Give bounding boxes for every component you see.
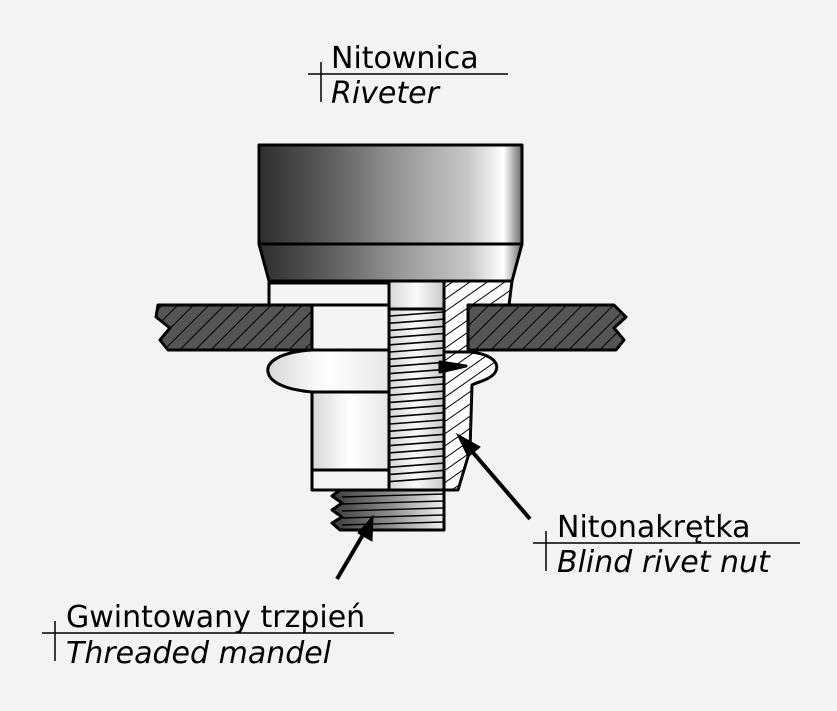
rivet-nut-shank (310, 390, 391, 472)
rivet-nut-flange (267, 281, 391, 307)
tip-thread-line (341, 500, 444, 505)
thread-line (389, 433, 444, 440)
label-threaded-mandrel-en: Threaded mandel (66, 636, 332, 671)
thread-line (389, 354, 444, 360)
mandrel-leader-line (335, 531, 366, 581)
thread-line (389, 412, 444, 418)
sheet-left (154, 303, 314, 352)
label-riveter: Nitownica Riveter (308, 41, 508, 111)
tip-thread-line (341, 493, 444, 498)
thread-line (389, 469, 444, 476)
thread-line (389, 311, 444, 317)
rivet-nut-neck (310, 303, 391, 352)
label-blind-rivet-nut-pl: Nitonakrętka (557, 510, 750, 545)
label-riveter-pl: Nitownica (331, 41, 479, 76)
rivet-nut-body (266, 281, 391, 492)
label-riveter-en: Riveter (331, 76, 441, 111)
rivet-nut-section (438, 279, 514, 492)
rivet-nut-section-lower (442, 350, 499, 492)
riveter-tool (257, 143, 524, 283)
tip-thread-line (341, 507, 444, 512)
label-blind-rivet-nut: Nitonakrętka Blind rivet nut (533, 510, 800, 580)
thread-line (389, 361, 444, 368)
thread-line (389, 404, 444, 411)
thread-line (389, 383, 444, 389)
thread-line (389, 340, 444, 346)
thread-line (389, 325, 444, 332)
mandrel-tip-threads (341, 493, 444, 526)
thread-line (389, 462, 444, 468)
thread-line (389, 397, 444, 404)
rivet-nut-leader-line (468, 447, 532, 521)
label-threaded-mandrel-pl: Gwintowany trzpień (66, 600, 365, 635)
sheet-right (466, 303, 628, 352)
thread-line (389, 426, 444, 432)
mandrel-thread-lines (389, 311, 444, 483)
thread-line (389, 376, 444, 382)
thread-line (389, 390, 444, 396)
rivet-nut-tail (310, 468, 391, 492)
thread-line (389, 318, 444, 324)
thread-line (389, 419, 444, 425)
thread-line (389, 368, 444, 375)
label-threaded-mandrel: Gwintowany trzpień Threaded mandel (42, 600, 394, 671)
mandrel-arrowhead (357, 514, 374, 542)
thread-line (389, 347, 444, 353)
riveter-head (257, 143, 524, 246)
riveter-nose (257, 242, 524, 283)
rivet-nut-arrowhead (455, 432, 481, 458)
thread-line (389, 476, 444, 483)
rivet-nut-bulge (266, 348, 391, 394)
tip-thread-line (341, 521, 444, 526)
tip-thread-line (341, 514, 444, 519)
leader-arrows (335, 432, 532, 581)
rivet-nut-internal-thread-tip (438, 360, 468, 374)
thread-line (389, 448, 444, 454)
thread-line (389, 455, 444, 461)
thread-line (389, 440, 444, 447)
workpiece-sheet (154, 303, 628, 352)
mandrel-shank (387, 279, 446, 311)
label-blind-rivet-nut-en: Blind rivet nut (557, 545, 771, 580)
thread-line (389, 332, 444, 339)
